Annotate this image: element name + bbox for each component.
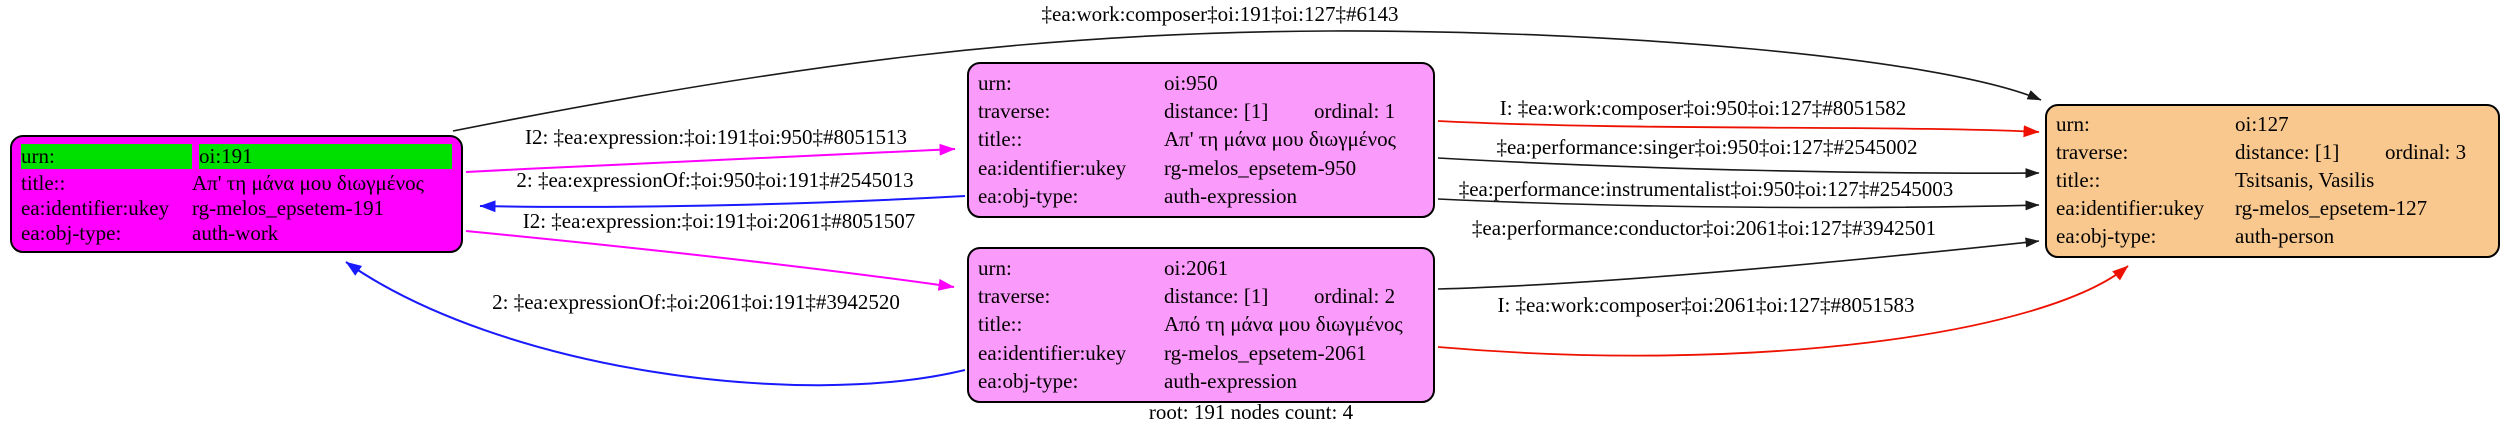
node-row-urn: urn: oi:127 — [2047, 111, 2498, 139]
edge-label-performance-conductor: ‡ea:performance:conductor‡oi:2061‡oi:127… — [1471, 216, 1937, 240]
edge-label-work-composer-950-127: I: ‡ea:work:composer‡oi:950‡oi:127‡#8051… — [1499, 96, 1907, 120]
row-key: ea:obj-type: — [21, 220, 122, 245]
edge-work-composer-2061-127 — [1437, 265, 2129, 357]
row-key: urn: — [978, 70, 1012, 95]
row-value: Απ' τη μάνα μου διωγμένος — [192, 170, 424, 195]
node-row-identifier: ea:identifier:ukey rg-melos_epsetem-127 — [2047, 195, 2498, 223]
row-key: title:: — [978, 312, 1023, 337]
traverse-distance: distance: [1] — [1164, 284, 1269, 309]
row-key: ea:obj-type: — [2056, 224, 2157, 249]
row-key: ea:identifier:ukey — [2056, 196, 2205, 221]
edge-performance-singer-950-127 — [1437, 157, 2040, 179]
row-key: ea:obj-type: — [978, 184, 1079, 209]
edge-label-expression-191-950: I2: ‡ea:expression:‡oi:191‡oi:950‡#80515… — [524, 125, 908, 149]
edge-work-composer-950-127 — [1437, 120, 2040, 138]
row-value: distance: [1] ordinal: 1 — [1164, 99, 1424, 124]
traverse-ordinal: ordinal: 1 — [1314, 99, 1396, 124]
node-row-urn: urn: oi:191 — [12, 142, 461, 171]
row-key: title:: — [21, 170, 66, 195]
edge-performance-instrumentalist-950-127 — [1437, 198, 2040, 211]
edge-expression-191-950 — [465, 143, 956, 173]
row-key: ea:identifier:ukey — [21, 195, 170, 220]
node-row-identifier: ea:identifier:ukey rg-melos_epsetem-191 — [12, 196, 461, 221]
node-row-title: title:: Απ' τη μάνα μου διωγμένος — [969, 126, 1433, 154]
row-value: rg-melos_epsetem-191 — [192, 195, 385, 220]
row-value: rg-melos_epsetem-950 — [1164, 155, 1357, 180]
node-oi-2061[interactable]: urn: oi:2061 traverse: distance: [1] ord… — [967, 247, 1435, 403]
row-key: traverse: — [978, 99, 1051, 124]
traverse-distance: distance: [1] — [1164, 99, 1269, 124]
row-value: oi:127 — [2235, 112, 2289, 137]
node-row-identifier: ea:identifier:ukey rg-melos_epsetem-2061 — [969, 339, 1433, 367]
traverse-distance: distance: [1] — [2235, 140, 2340, 165]
edge-label-expressionOf-2061-191: 2: ‡ea:expressionOf:‡oi:2061‡oi:191‡#394… — [492, 290, 900, 314]
row-key: ea:identifier:ukey — [978, 155, 1127, 180]
node-row-identifier: ea:identifier:ukey rg-melos_epsetem-950 — [969, 154, 1433, 182]
row-key: urn: — [978, 255, 1012, 280]
row-key: ea:identifier:ukey — [978, 340, 1127, 365]
row-value: oi:950 — [1164, 70, 1218, 95]
root-count-label: root: 191 nodes count: 4 — [1148, 400, 1354, 424]
row-key: traverse: — [2056, 140, 2129, 165]
node-row-objtype: ea:obj-type: auth-person — [2047, 223, 2498, 251]
node-row-title: title:: Tsitsanis, Vasilis — [2047, 167, 2498, 195]
node-row-objtype: ea:obj-type: auth-expression — [969, 368, 1433, 396]
row-value: distance: [1] ordinal: 2 — [1164, 284, 1424, 309]
row-key: title:: — [2056, 168, 2101, 193]
row-key: traverse: — [978, 284, 1051, 309]
node-row-traverse: traverse: distance: [1] ordinal: 2 — [969, 282, 1433, 310]
edge-label-performance-singer: ‡ea:performance:singer‡oi:950‡oi:127‡#25… — [1496, 135, 1918, 159]
row-value: oi:191 — [199, 144, 452, 169]
edge-expression-191-2061 — [465, 230, 955, 291]
edge-work-composer-191-127 — [452, 30, 2042, 132]
row-key: urn: — [2056, 112, 2090, 137]
row-value: rg-melos_epsetem-2061 — [1164, 340, 1367, 365]
traverse-ordinal: ordinal: 3 — [2385, 140, 2467, 165]
edge-performance-conductor-2061-127 — [1437, 237, 2040, 290]
node-row-objtype: ea:obj-type: auth-work — [12, 221, 461, 246]
row-value: Από τη μάνα μου διωγμένος — [1164, 312, 1403, 337]
edge-label-expressionOf-950-191: 2: ‡ea:expressionOf:‡oi:950‡oi:191‡#2545… — [516, 168, 914, 192]
node-oi-950[interactable]: urn: oi:950 traverse: distance: [1] ordi… — [967, 62, 1435, 218]
edge-label-work-composer-191-127: ‡ea:work:composer‡oi:191‡oi:127‡#6143 — [1041, 2, 1399, 26]
row-value: rg-melos_epsetem-127 — [2235, 196, 2428, 221]
node-row-traverse: traverse: distance: [1] ordinal: 1 — [969, 97, 1433, 125]
node-oi-127[interactable]: urn: oi:127 traverse: distance: [1] ordi… — [2045, 104, 2500, 258]
row-value: Tsitsanis, Vasilis — [2235, 168, 2375, 193]
node-row-traverse: traverse: distance: [1] ordinal: 3 — [2047, 139, 2498, 167]
node-row-title: title:: Απ' τη μάνα μου διωγμένος — [12, 171, 461, 196]
row-value: auth-expression — [1164, 184, 1297, 209]
node-row-objtype: ea:obj-type: auth-expression — [969, 183, 1433, 211]
node-row-urn: urn: oi:950 — [969, 69, 1433, 97]
edge-label-performance-instrumentalist: ‡ea:performance:instrumentalist‡oi:950‡o… — [1458, 177, 1954, 201]
node-row-title: title:: Από τη μάνα μου διωγμένος — [969, 311, 1433, 339]
node-oi-191[interactable]: urn: oi:191 title:: Απ' τη μάνα μου διωγ… — [10, 135, 463, 253]
row-key: ea:obj-type: — [978, 369, 1079, 394]
row-key: title:: — [978, 127, 1023, 152]
row-value: Απ' τη μάνα μου διωγμένος — [1164, 127, 1396, 152]
traverse-ordinal: ordinal: 2 — [1314, 284, 1396, 309]
row-value: oi:2061 — [1164, 255, 1229, 280]
edge-expressionOf-950-191 — [479, 195, 966, 213]
node-row-urn: urn: oi:2061 — [969, 254, 1433, 282]
edge-label-work-composer-2061-127: I: ‡ea:work:composer‡oi:2061‡oi:127‡#805… — [1497, 293, 1915, 317]
row-value: distance: [1] ordinal: 3 — [2235, 141, 2489, 164]
row-value: auth-person — [2235, 224, 2335, 249]
row-value: auth-work — [192, 220, 279, 245]
edge-label-expression-191-2061: I2: ‡ea:expression:‡oi:191‡oi:2061‡#8051… — [522, 209, 916, 233]
edge-expressionOf-2061-191 — [345, 261, 966, 387]
row-key: urn: — [21, 144, 192, 169]
row-value: auth-expression — [1164, 369, 1297, 394]
